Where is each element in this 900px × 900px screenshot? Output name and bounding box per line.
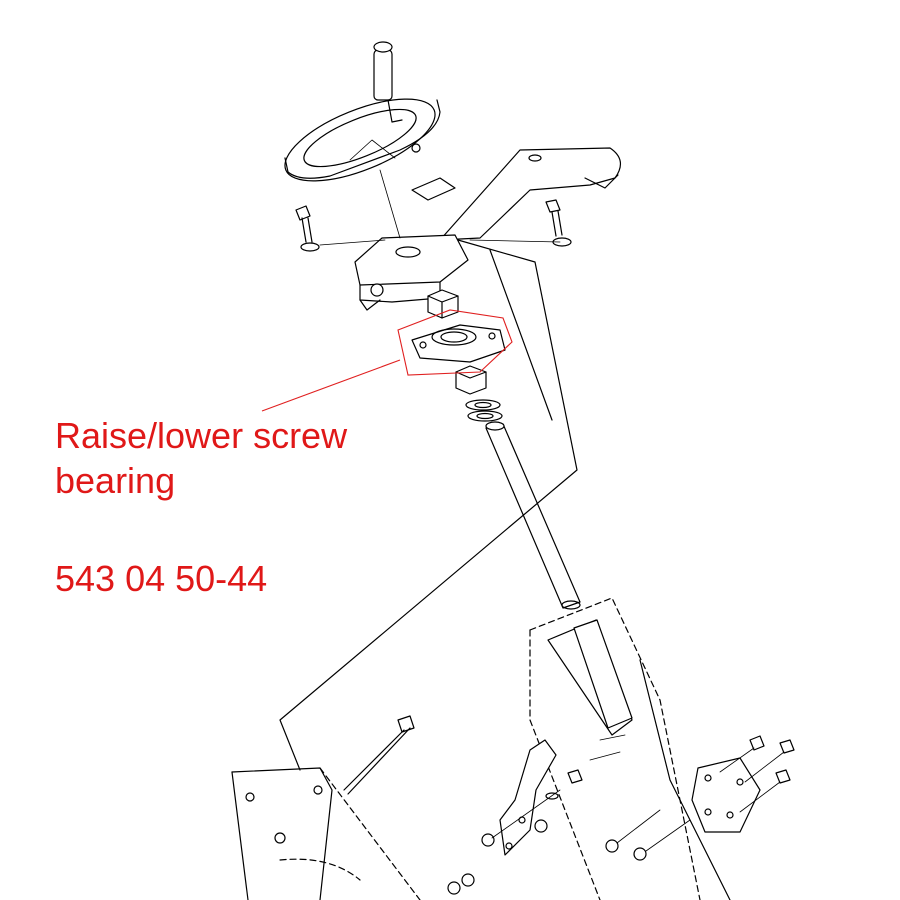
right-mounting-plate — [691, 735, 795, 833]
handwheel-knob — [373, 41, 421, 153]
frame-panel — [231, 767, 421, 900]
lower-tower — [529, 597, 731, 900]
part-name-line-2: bearing — [55, 460, 176, 501]
guide-plate — [279, 239, 578, 771]
upper-nut — [427, 289, 459, 319]
bolt-right — [545, 199, 572, 247]
handwheel — [284, 98, 441, 182]
bolt-lower-mid — [545, 769, 583, 800]
bearing-highlight-outline — [261, 309, 513, 412]
side-bracket — [499, 739, 557, 856]
bolt-left — [295, 205, 320, 252]
part-number: 543 04 50-44 — [55, 558, 268, 599]
top-plate — [411, 147, 621, 241]
washers — [465, 399, 503, 422]
part-name-line-1: Raise/lower screw — [55, 415, 348, 456]
mounting-block — [354, 234, 469, 311]
lead-screw — [485, 421, 581, 610]
bolt-lower-left — [343, 715, 415, 795]
screw-bearing — [411, 324, 506, 363]
nuts-bottom — [447, 789, 691, 895]
